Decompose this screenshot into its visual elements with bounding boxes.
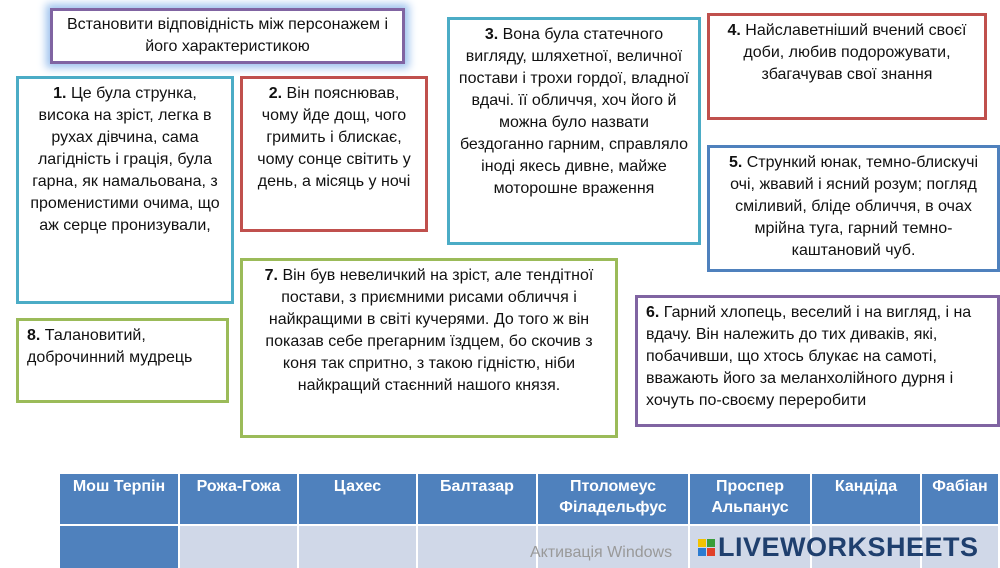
column-header: Цахес [298, 474, 418, 525]
answer-cell[interactable] [417, 524, 538, 568]
column-header: Рожа-Гожа [179, 474, 299, 525]
answer-cell[interactable] [689, 524, 812, 568]
column-header: Кандіда [811, 474, 922, 525]
column-header: Фабіан [921, 474, 1000, 525]
card-5: 5. Стрункий юнак, темно-блискучі очі, жв… [707, 145, 1000, 272]
liveworksheets-logo: LIVEWORKSHEETS [698, 532, 979, 563]
card-1: 1. Це була струнка, висока на зріст, лег… [16, 76, 234, 304]
header-row: Мош Терпін Рожа-Гожа Цахес Балтазар Птол… [60, 474, 1000, 525]
instruction-title: Встановити відповідність між персонажем … [50, 8, 405, 64]
answer-cell[interactable] [537, 524, 690, 568]
column-header: Мош Терпін [60, 474, 180, 525]
answer-row [60, 524, 1000, 568]
answer-cell[interactable] [921, 524, 1000, 568]
column-header: Проспер Альпанус [689, 474, 812, 525]
windows-activation-watermark: Активація Windows [530, 544, 673, 561]
card-4: 4. Найславетніший вчений своєї доби, люб… [707, 13, 987, 120]
answer-cell[interactable] [298, 524, 418, 568]
answer-cell[interactable] [179, 524, 299, 568]
answer-cell[interactable] [811, 524, 922, 568]
card-6: 6. Гарний хлопець, веселий і на вигляд, … [635, 295, 1000, 427]
column-header: Птоломеус Філадельфус [537, 474, 690, 525]
answer-cell[interactable] [60, 524, 180, 568]
column-header: Балтазар [417, 474, 538, 525]
card-8: 8. Талановитий, доброчинний мудрець [16, 318, 229, 403]
answer-table: Мош Терпін Рожа-Гожа Цахес Балтазар Птол… [60, 474, 1000, 568]
card-7: 7. Він був невеличкий на зріст, але тенд… [240, 258, 618, 438]
logo-icon [698, 539, 715, 556]
card-3: 3. Вона була статечного вигляду, шляхетн… [447, 17, 701, 245]
card-2: 2. Він пояснював, чому йде дощ, чого гри… [240, 76, 428, 232]
